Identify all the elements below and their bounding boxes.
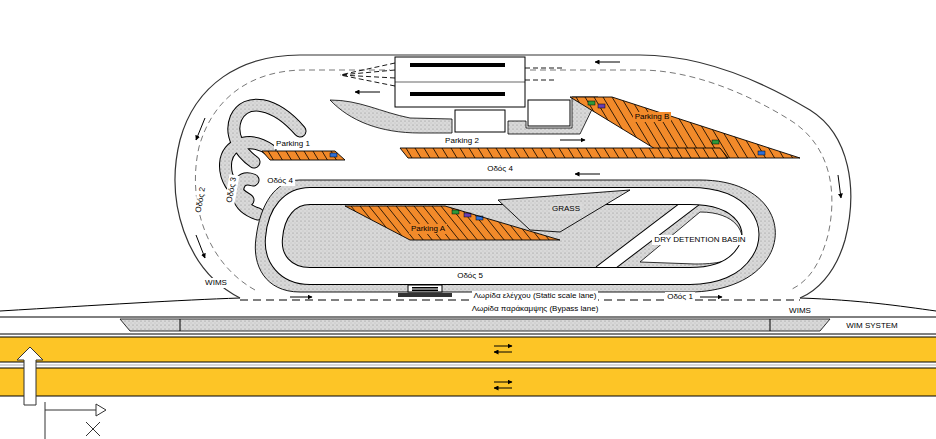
road-name: Οδός 4 (485, 164, 515, 174)
static-scale (398, 285, 452, 297)
ramp-road (600, 196, 700, 272)
road-name: Οδός 1 (665, 292, 695, 302)
wim-marks (180, 319, 770, 331)
road-name: Οδός 4 (265, 176, 295, 186)
orientation-symbol (17, 347, 106, 439)
station-boundary (175, 55, 851, 298)
wim-label: WIMS (787, 306, 813, 316)
road-name: Οδός 5 (455, 271, 485, 281)
bypass-island (120, 319, 830, 331)
road-edges (0, 298, 936, 334)
lane-name: Λωρίδα ελέγχου (Static scale lane) (472, 291, 599, 301)
grass-island: GRASS (498, 190, 630, 232)
area-label: Parking 2 (443, 136, 481, 146)
parking-area: Parking 2 (400, 134, 728, 158)
wim-label: WIM SYSTEM (844, 321, 900, 331)
area-label: Parking 1 (274, 139, 312, 149)
flow-arrows (196, 62, 841, 297)
lane-name: Λωρίδα παράκαμψης (Bypass lane) (470, 304, 601, 314)
area-label: Parking B (633, 112, 672, 122)
upper-island (330, 97, 598, 134)
area-label: Parking A (409, 224, 447, 234)
highway (0, 337, 936, 396)
area-label: GRASS (550, 204, 582, 214)
wim-label: WIMS (203, 278, 229, 288)
parking-area: Parking 1 (262, 137, 345, 160)
area-name: DRY DETENTION BASIN (652, 235, 747, 245)
central-island (255, 180, 775, 292)
